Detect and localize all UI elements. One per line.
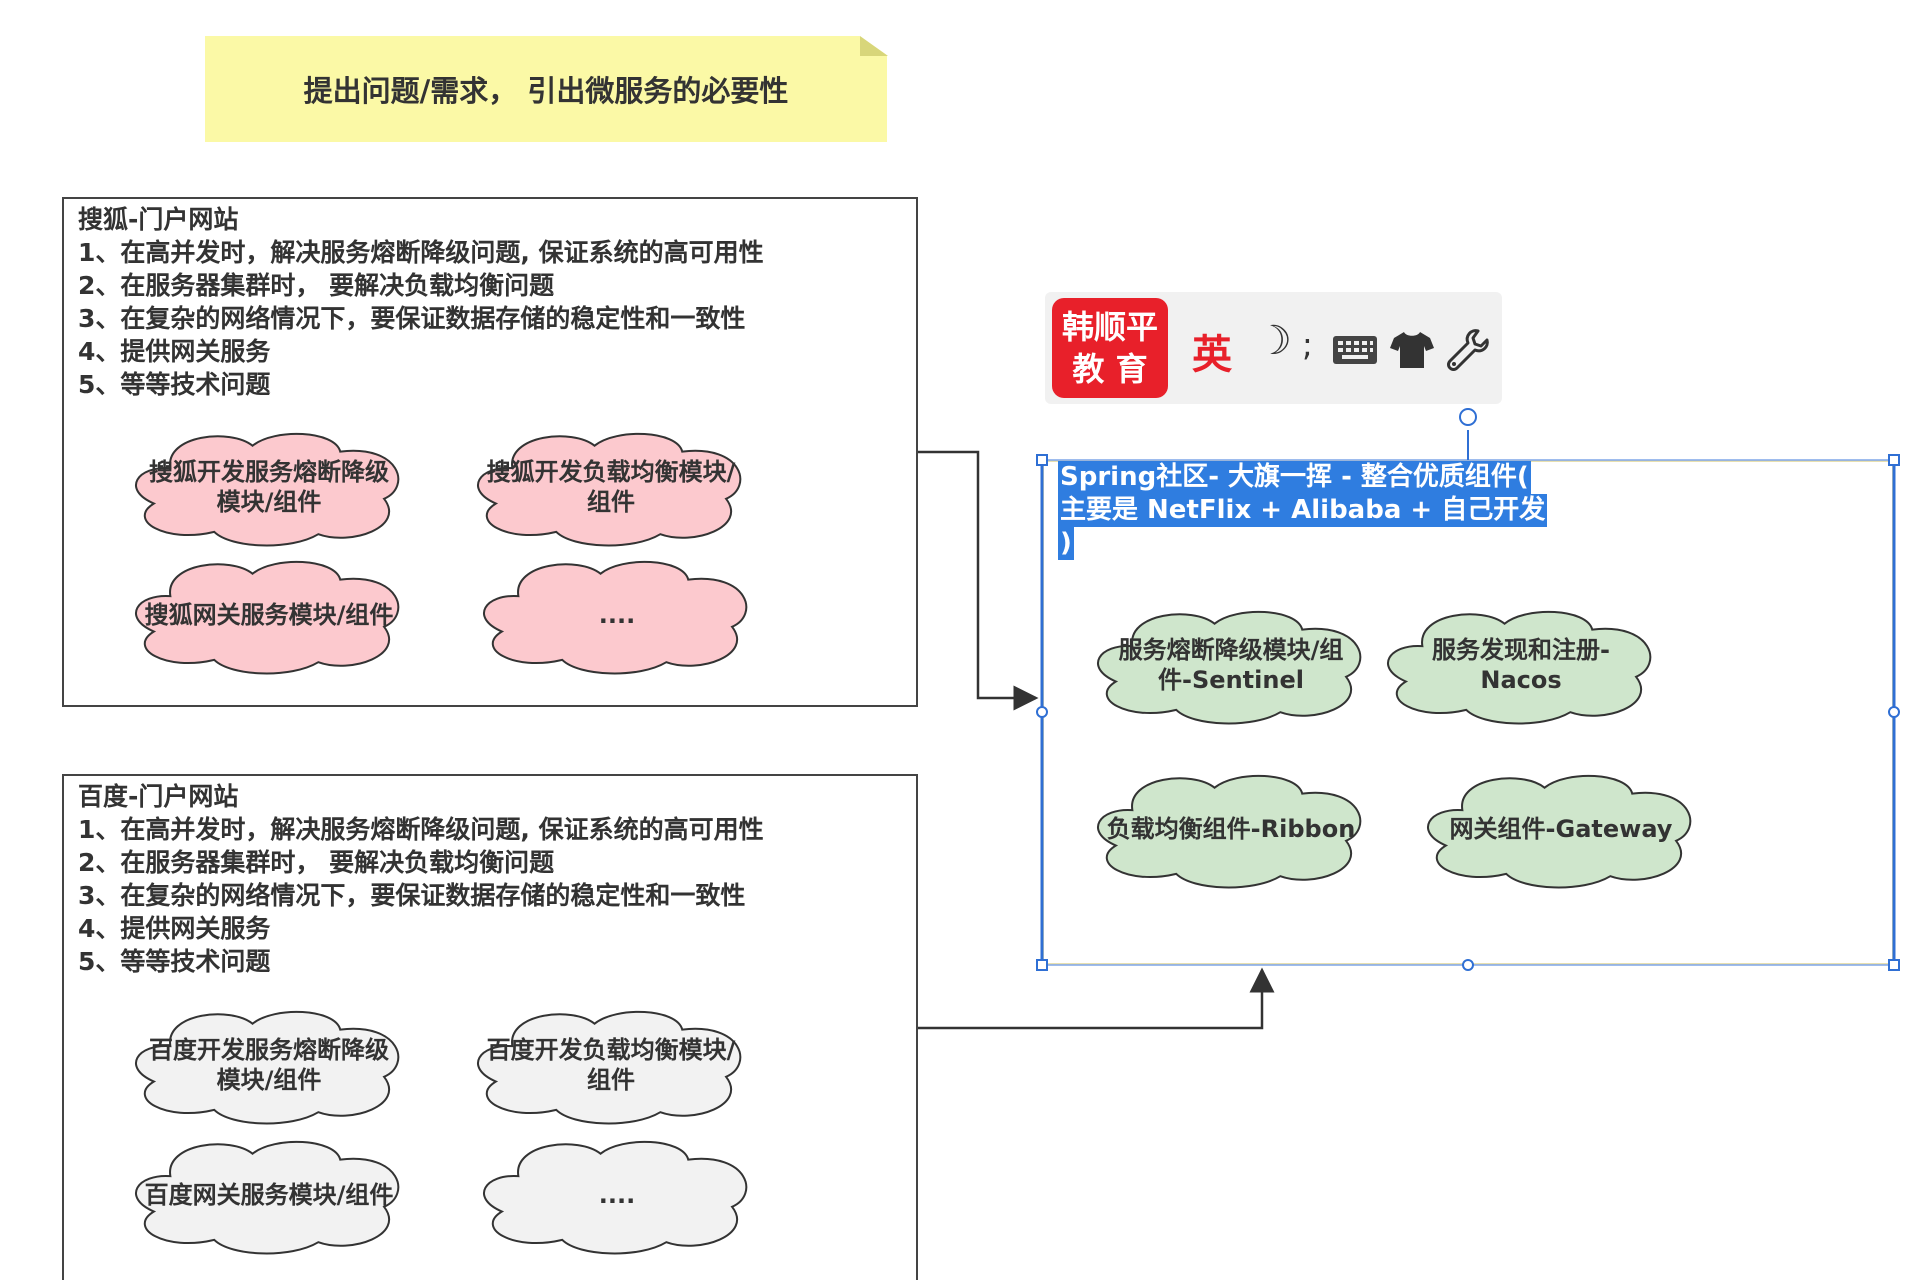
cloud-shape: [477, 432, 742, 547]
brand-logo[interactable]: 韩顺平 教 育: [1052, 298, 1168, 398]
cloud-label: 搜狐开发负载均衡模块/组件: [486, 458, 736, 516]
portal-line: 5、等等技术问题: [78, 947, 271, 976]
cloud-label: 百度开发服务熔断降级模块/组件: [149, 1036, 389, 1094]
cloud-label: 百度网关服务模块/组件: [144, 1181, 394, 1209]
resize-handle-w[interactable]: [1036, 706, 1048, 718]
cloud-shape: [477, 1010, 742, 1125]
cloud-label: ....: [598, 601, 636, 629]
cloud-shape: [1387, 610, 1652, 725]
cloud-label: 搜狐网关服务模块/组件: [144, 601, 394, 629]
cloud-sohu-load-balancing[interactable]: 搜狐开发负载均衡模块/组件: [474, 428, 748, 547]
portal-line: 4、提供网关服务: [78, 914, 271, 943]
cloud-shape: [135, 1140, 400, 1255]
cloud-baidu-gateway[interactable]: 百度网关服务模块/组件: [132, 1136, 406, 1255]
cloud-sohu-gateway[interactable]: 搜狐网关服务模块/组件: [132, 556, 406, 675]
portal-line: 3、在复杂的网络情况下，要保证数据存储的稳定性和一致性: [78, 881, 746, 910]
cloud-shape: [1427, 774, 1692, 889]
connector-baidu-to-spring: [918, 967, 1275, 1030]
cloud-label: 服务发现和注册-Nacos: [1432, 636, 1610, 694]
portal-description: 百度-门户网站 1、在高并发时，解决服务熔断降级问题, 保证系统的高可用性 2、…: [78, 780, 764, 978]
cloud-gateway[interactable]: 网关组件-Gateway: [1424, 770, 1698, 889]
cloud-label: 网关组件-Gateway: [1449, 815, 1673, 843]
cloud-sentinel[interactable]: 服务熔断降级模块/组件-Sentinel: [1094, 606, 1368, 725]
resize-handle-se[interactable]: [1888, 959, 1900, 971]
portal-line: 4、提供网关服务: [78, 337, 271, 366]
logo-line2: 教 育: [1072, 350, 1148, 388]
moon-icon[interactable]: ☽: [1256, 318, 1292, 364]
rotate-handle[interactable]: [1459, 408, 1477, 426]
cloud-baidu-circuit-breaker[interactable]: 百度开发服务熔断降级模块/组件: [132, 1006, 406, 1125]
wrench-icon[interactable]: [1446, 328, 1490, 372]
spring-title-line: 主要是 NetFlix + Alibaba + 自己开发: [1058, 494, 1548, 527]
cloud-sohu-more[interactable]: ....: [480, 556, 754, 675]
spring-title-line: ): [1058, 527, 1074, 560]
cloud-shape: [135, 432, 400, 547]
punctuation-toggle-button[interactable]: ;: [1302, 326, 1313, 364]
cloud-baidu-more[interactable]: ....: [480, 1136, 754, 1255]
cloud-shape: [135, 560, 400, 675]
cloud-label: ....: [598, 1181, 636, 1209]
connector-sohu-to-spring: [918, 450, 1039, 711]
cloud-label: 负载均衡组件-Ribbon: [1106, 815, 1356, 843]
portal-description: 搜狐-门户网站 1、在高并发时，解决服务熔断降级问题, 保证系统的高可用性 2、…: [78, 203, 764, 401]
cloud-label: 搜狐开发服务熔断降级模块/组件: [149, 458, 389, 516]
cloud-label: 百度开发负载均衡模块/组件: [486, 1036, 736, 1094]
portal-title: 百度-门户网站: [78, 782, 239, 811]
logo-line1: 韩顺平: [1061, 308, 1158, 346]
cloud-shape: [1097, 774, 1362, 889]
resize-handle-s[interactable]: [1462, 959, 1474, 971]
sticky-note[interactable]: 提出问题/需求， 引出微服务的必要性: [205, 36, 887, 142]
keyboard-icon[interactable]: [1332, 334, 1378, 366]
cloud-ribbon[interactable]: 负载均衡组件-Ribbon: [1094, 770, 1368, 889]
portal-line: 2、在服务器集群时， 要解决负载均衡问题: [78, 848, 555, 877]
cloud-shape: [483, 560, 748, 675]
portal-line: 2、在服务器集群时， 要解决负载均衡问题: [78, 271, 555, 300]
spring-title-line: Spring社区- 大旗一挥 - 整合优质组件(: [1058, 461, 1531, 494]
shirt-icon[interactable]: [1390, 330, 1434, 370]
cloud-shape: [1097, 610, 1362, 725]
spring-title[interactable]: Spring社区- 大旗一挥 - 整合优质组件( 主要是 NetFlix + A…: [1058, 461, 1548, 560]
cloud-label: 服务熔断降级模块/组件-Sentinel: [1118, 636, 1344, 694]
portal-line: 3、在复杂的网络情况下，要保证数据存储的稳定性和一致性: [78, 304, 746, 333]
resize-handle-sw[interactable]: [1036, 959, 1048, 971]
language-toggle-button[interactable]: 英: [1192, 332, 1232, 378]
resize-handle-e[interactable]: [1888, 706, 1900, 718]
portal-line: 5、等等技术问题: [78, 370, 271, 399]
note-text: 提出问题/需求， 引出微服务的必要性: [303, 74, 789, 108]
cloud-shape: [483, 1140, 748, 1255]
cloud-nacos[interactable]: 服务发现和注册-Nacos: [1384, 606, 1658, 725]
portal-title: 搜狐-门户网站: [78, 205, 239, 234]
cloud-baidu-load-balancing[interactable]: 百度开发负载均衡模块/组件: [474, 1006, 748, 1125]
portal-line: 1、在高并发时，解决服务熔断降级问题, 保证系统的高可用性: [78, 238, 764, 267]
portal-line: 1、在高并发时，解决服务熔断降级问题, 保证系统的高可用性: [78, 815, 764, 844]
cloud-shape: [135, 1010, 400, 1125]
cloud-sohu-circuit-breaker[interactable]: 搜狐开发服务熔断降级模块/组件: [132, 428, 406, 547]
resize-handle-ne[interactable]: [1888, 454, 1900, 466]
resize-handle-nw[interactable]: [1036, 454, 1048, 466]
